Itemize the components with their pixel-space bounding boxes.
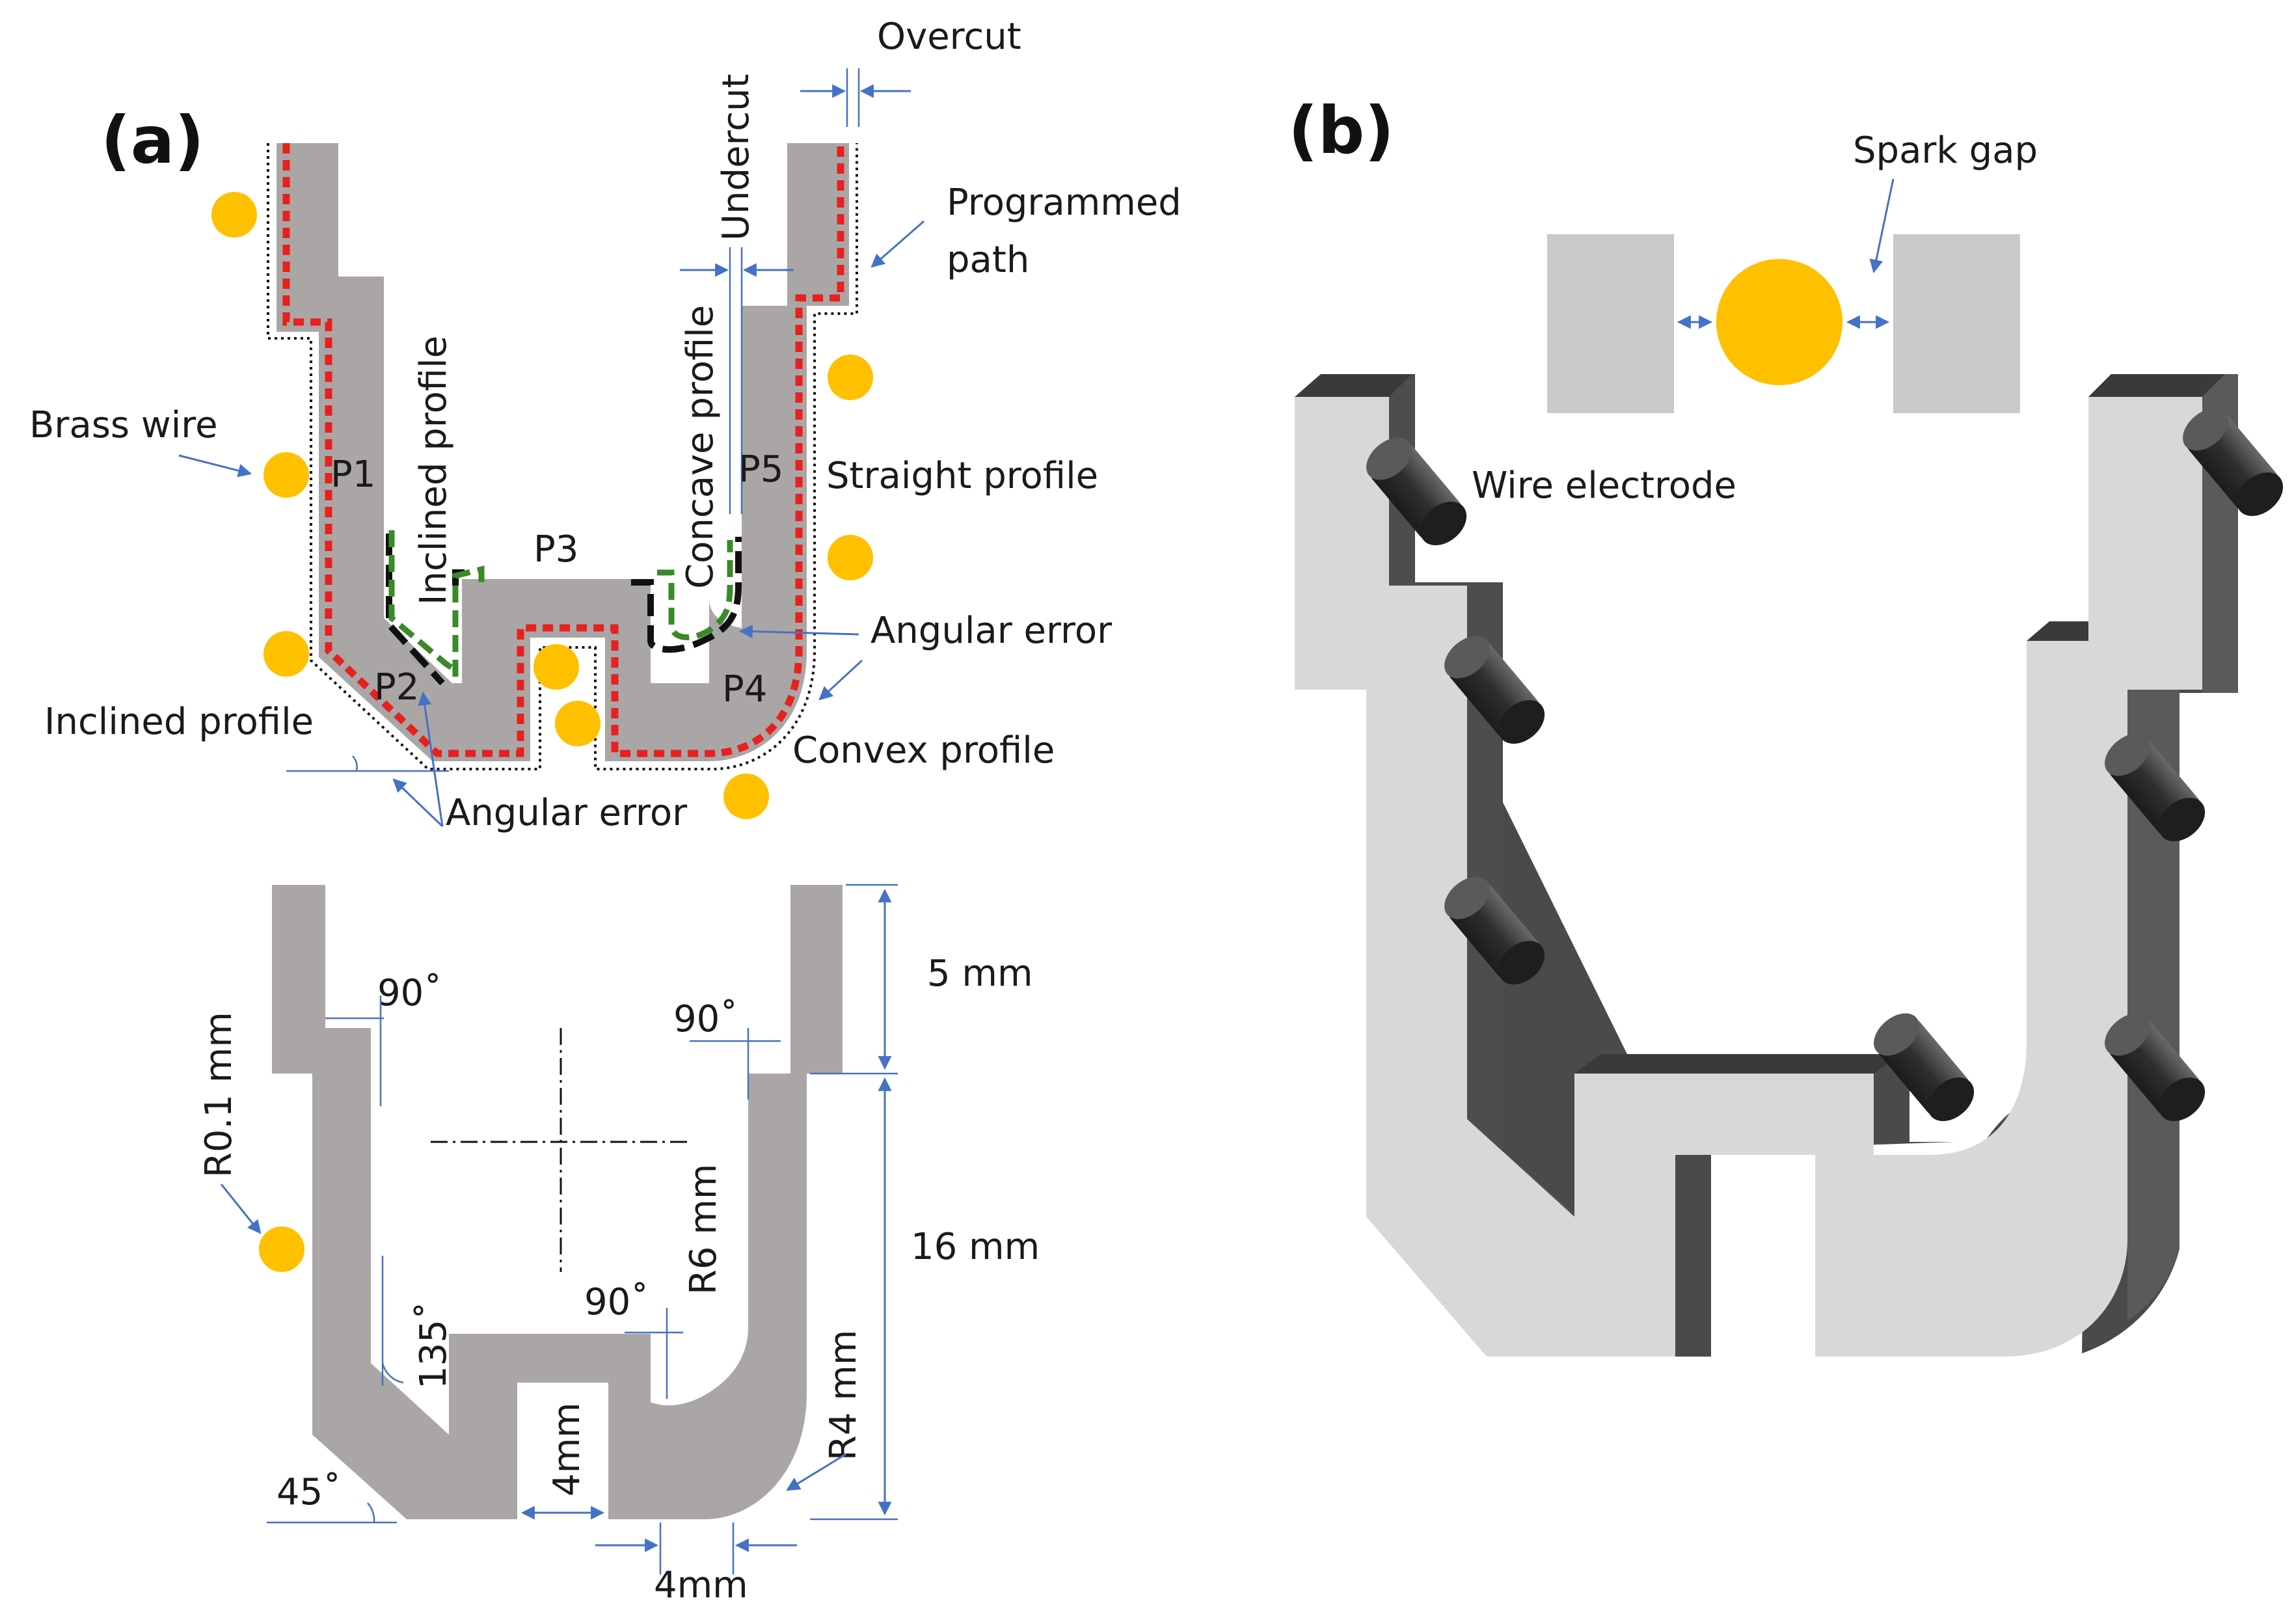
spark-gap-wire: [1716, 259, 1842, 385]
spark-gap-pointer: [1869, 178, 1895, 274]
height-dimension: [810, 884, 898, 1521]
angle-90-left: 90˚: [377, 972, 442, 1014]
wire-electrode: [1444, 876, 1545, 985]
brass-wire-circle: [828, 535, 873, 580]
part-outline-dimensioned: [272, 885, 843, 1519]
height-5-label: 5 mm: [927, 953, 1033, 995]
convex-profile-label: Convex profile: [792, 729, 1055, 772]
radius-wire-arrow: [220, 1184, 262, 1234]
p3-label: P3: [533, 528, 578, 571]
straight-profile-label: Straight profile: [826, 455, 1098, 497]
panel-a-label: (a): [101, 102, 204, 178]
angle-135: 135˚: [412, 1301, 455, 1389]
part-3d-slot-side: [1675, 1155, 1711, 1357]
angular-error-bottom-label: Angular error: [446, 792, 688, 834]
wire-electrode: [1366, 437, 1467, 546]
slot-width-label: 4mm: [546, 1402, 588, 1496]
foot-width-label: 4mm: [654, 1564, 748, 1606]
spark-gap-block-left: [1547, 234, 1674, 413]
part-3d-side-left: [1379, 374, 1607, 1353]
brass-wire-arrow: [178, 454, 252, 478]
wire-electrode: [2105, 733, 2206, 842]
brass-wire-circle: [723, 774, 769, 819]
programmed-path-outline: [267, 143, 858, 770]
height-16-label: 16 mm: [911, 1226, 1040, 1268]
overcut-label: Overcut: [877, 16, 1021, 58]
part-3d-top-right: [2088, 374, 2225, 397]
angle-reference-lines: [267, 995, 781, 1524]
foot-width-dimension: [595, 1522, 797, 1575]
brass-wire-circle: [211, 192, 257, 237]
angular-error-right-arrow: [738, 625, 859, 639]
brass-wire-circle: [263, 452, 309, 498]
inclined-profile-vertical-label: Inclined profile: [412, 336, 455, 605]
brass-wires-top: [211, 192, 873, 819]
part-3d-top-left: [1295, 374, 1412, 397]
black-dashed-left: [386, 534, 472, 686]
brass-wire-circle: [828, 355, 873, 400]
radius-6-label: R6 mm: [682, 1164, 725, 1295]
programmed-path-label-2: path: [947, 239, 1029, 281]
angular-error-bottom-indicator: [286, 691, 449, 828]
wire-electrode: [2183, 408, 2284, 517]
wire-electrode: [1874, 1013, 1975, 1122]
p1-label: P1: [331, 453, 375, 496]
black-dashed-right: [631, 537, 742, 653]
part-3d-depth: [1301, 374, 2238, 1353]
green-dashed-right: [657, 540, 733, 640]
brass-wire-circle: [263, 631, 309, 677]
convex-profile-arrow: [818, 659, 863, 701]
p4-label: P4: [722, 668, 767, 710]
part-3d-top-mid: [1574, 1054, 1900, 1074]
programmed-path-label-1: Programmed: [947, 182, 1181, 224]
concave-profile-label: Concave profile: [679, 305, 722, 589]
radius-4-label: R4 mm: [822, 1330, 865, 1461]
programmed-path-arrow: [870, 220, 924, 268]
green-dashed-left: [388, 530, 485, 677]
p5-label: P5: [738, 448, 783, 491]
spark-gap-label: Spark gap: [1853, 129, 2038, 172]
angular-error-right-label: Angular error: [870, 610, 1113, 652]
spark-gap-block-right: [1893, 234, 2020, 413]
p2-label: P2: [374, 666, 419, 709]
part-3d-top-step: [2027, 621, 2088, 641]
angle-90-center: 90˚: [584, 1281, 649, 1323]
part-3d-front: [1295, 397, 1874, 1357]
wire-electrode-label: Wire electrode: [1472, 465, 1736, 507]
angle-45: 45˚: [277, 1471, 341, 1513]
radius-wire-label: R0.1 mm: [198, 1012, 240, 1178]
wire-electrodes: [1366, 408, 2284, 1122]
panel-b-label: (b): [1288, 92, 1394, 169]
centerline-crosshair: [431, 1028, 690, 1272]
undercut-indicator: [680, 247, 794, 514]
brass-wire-circle: [555, 701, 600, 746]
part-3d-front-right: [1815, 397, 2202, 1357]
radius-4-arrow: [786, 1453, 846, 1491]
brass-wire-dim-circle: [259, 1226, 304, 1272]
angle-90-right: 90˚: [673, 998, 738, 1040]
brass-wire-circle: [533, 644, 579, 690]
inclined-profile-left-label: Inclined profile: [44, 701, 314, 743]
wire-electrode: [1444, 636, 1545, 744]
wire-electrode: [2105, 1013, 2206, 1122]
brass-wire-label: Brass wire: [29, 404, 218, 446]
red-wire-path: [282, 143, 844, 757]
undercut-label: Undercut: [715, 74, 757, 241]
overcut-indicator: [800, 68, 911, 127]
